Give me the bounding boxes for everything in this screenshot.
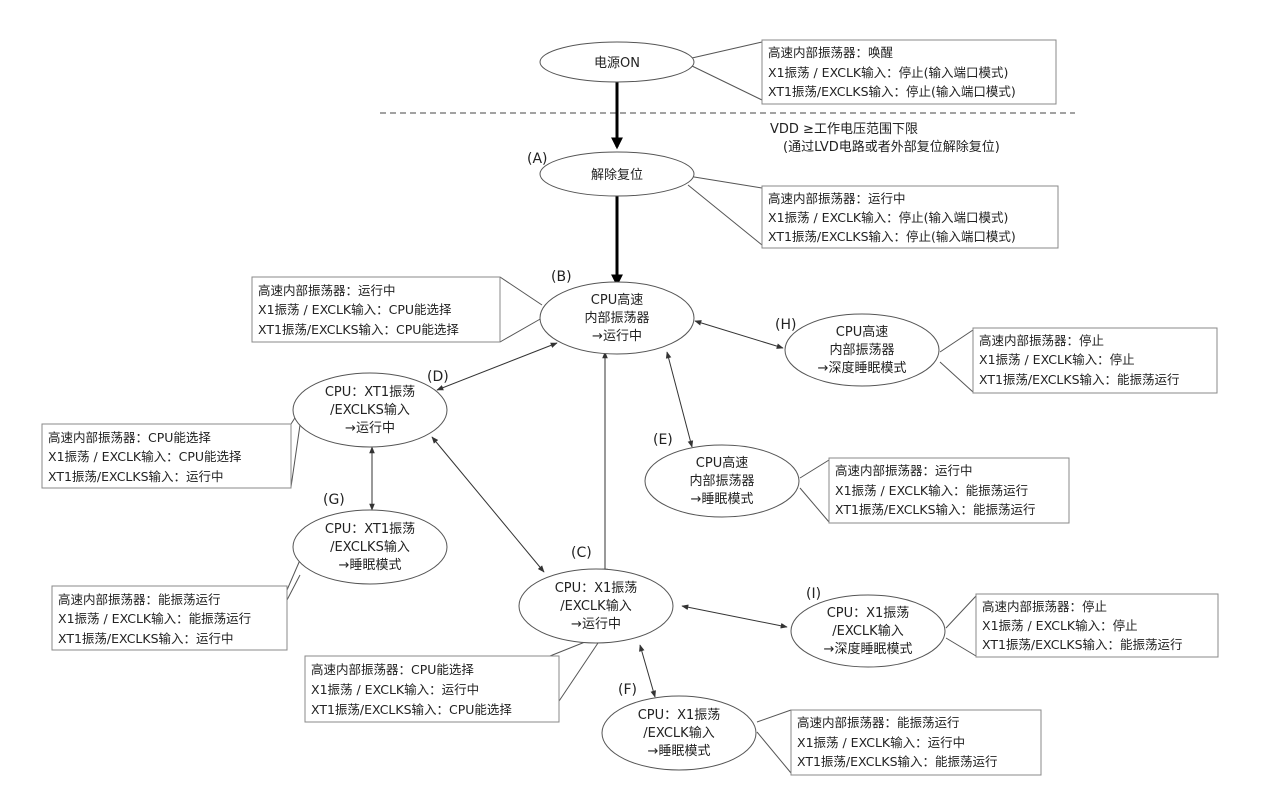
state-D xyxy=(292,372,448,448)
state-E-line3: →睡眠模式 xyxy=(691,492,754,507)
state-D-line2: /EXCLKS输入 xyxy=(330,402,410,418)
state-F-line1: CPU：X1振荡 xyxy=(638,708,721,723)
note-D-line1: 高速内部振荡器：CPU能选择 xyxy=(48,430,211,445)
state-C-line1: CPU：X1振荡 xyxy=(555,581,638,596)
state-I-line1: CPU：X1振荡 xyxy=(827,606,910,621)
note-C-line3: XT1振荡/EXCLKS输入：CPU能选择 xyxy=(311,702,512,717)
note-G-line2: X1振荡 / EXCLK输入：能振荡运行 xyxy=(58,611,251,626)
note-box-D xyxy=(41,423,292,489)
note-G-line1: 高速内部振荡器：能振荡运行 xyxy=(58,592,221,607)
state-power-on xyxy=(539,41,695,83)
note-F-line1: 高速内部振荡器：能振荡运行 xyxy=(797,715,960,730)
label-H: (H) xyxy=(775,317,796,333)
label-A: (A) xyxy=(527,151,548,167)
state-B xyxy=(539,281,695,355)
state-H-line1: CPU高速 xyxy=(836,324,888,340)
state-G xyxy=(292,509,448,585)
note-C-line1: 高速内部振荡器：CPU能选择 xyxy=(311,662,474,677)
state-G-line1: CPU：XT1振荡 xyxy=(325,522,415,537)
note-F-line2: X1振荡 / EXCLK输入：运行中 xyxy=(797,735,965,750)
note-box-B xyxy=(251,276,501,343)
state-H-line2: 内部振荡器 xyxy=(829,342,894,358)
note-H-line3: XT1振荡/EXCLKS输入：能振荡运行 xyxy=(979,372,1180,387)
note-E-line1: 高速内部振荡器：运行中 xyxy=(835,463,973,478)
note-power-on-line3: XT1振荡/EXCLKS输入：停止(输入端口模式) xyxy=(768,84,1016,99)
note-box-C xyxy=(304,655,560,723)
note-E-line2: X1振荡 / EXCLK输入：能振荡运行 xyxy=(835,483,1028,498)
state-C-line3: →运行中 xyxy=(571,617,621,632)
arrow-B-D xyxy=(436,342,558,391)
state-F xyxy=(601,695,757,771)
note-box-I xyxy=(975,593,1219,658)
state-reset xyxy=(539,151,695,197)
state-D-line1: CPU：XT1振荡 xyxy=(325,385,415,400)
label-E: (E) xyxy=(653,432,673,448)
state-power-on-label: 电源ON xyxy=(594,56,640,71)
note-I-line1: 高速内部振荡器：停止 xyxy=(982,599,1107,614)
state-B-line3: →运行中 xyxy=(592,329,642,344)
note-C-line2: X1振荡 / EXCLK输入：运行中 xyxy=(311,682,479,697)
state-C xyxy=(518,568,674,644)
note-power-on-line2: X1振荡 / EXCLK输入：停止(输入端口模式) xyxy=(768,65,1008,80)
state-G-line2: /EXCLKS输入 xyxy=(330,539,410,555)
label-I: (I) xyxy=(806,586,821,602)
note-D-line2: X1振荡 / EXCLK输入：CPU能选择 xyxy=(48,449,242,464)
note-I-line2: X1振荡 / EXCLK输入：停止 xyxy=(982,618,1138,633)
note-G-line3: XT1振荡/EXCLKS输入：运行中 xyxy=(58,631,234,646)
state-F-line2: /EXCLK输入 xyxy=(643,725,714,741)
state-G-line3: →睡眠模式 xyxy=(339,558,402,573)
state-reset-label: 解除复位 xyxy=(591,168,643,183)
label-G: (G) xyxy=(323,492,345,508)
note-F-line3: XT1振荡/EXCLKS输入：能振荡运行 xyxy=(797,754,998,769)
note-H-line1: 高速内部振荡器：停止 xyxy=(979,333,1104,348)
label-F: (F) xyxy=(618,682,637,698)
state-C-line2: /EXCLK输入 xyxy=(560,598,631,614)
state-I-line3: →深度睡眠模式 xyxy=(824,641,913,657)
label-B: (B) xyxy=(551,269,572,285)
vdd-note-line2: (通过LVD电路或者外部复位解除复位) xyxy=(783,139,1000,155)
state-H xyxy=(784,313,940,387)
note-reset-line1: 高速内部振荡器：运行中 xyxy=(768,191,906,206)
label-C: (C) xyxy=(571,545,592,561)
state-B-line2: 内部振荡器 xyxy=(584,310,649,326)
state-I xyxy=(790,594,946,668)
arrow-D-C xyxy=(431,436,545,573)
label-D: (D) xyxy=(427,369,449,385)
note-B-line2: X1振荡 / EXCLK输入：CPU能选择 xyxy=(258,302,452,317)
state-B-line1: CPU高速 xyxy=(591,292,643,308)
note-box-F xyxy=(790,709,1042,776)
note-reset-line3: XT1振荡/EXCLKS输入：停止(输入端口模式) xyxy=(768,229,1016,244)
state-E-line1: CPU高速 xyxy=(696,455,748,471)
vdd-note-line1: VDD ≥工作电压范围下限 xyxy=(770,122,918,137)
state-E xyxy=(644,444,800,518)
arrow-B-H xyxy=(694,320,784,349)
note-B-line3: XT1振荡/EXCLKS输入：CPU能选择 xyxy=(258,322,459,337)
note-E-line3: XT1振荡/EXCLKS输入：能振荡运行 xyxy=(835,502,1036,517)
state-I-line2: /EXCLK输入 xyxy=(832,623,903,639)
arrow-C-I xyxy=(681,604,788,629)
note-box-G xyxy=(51,585,288,651)
note-I-line3: XT1振荡/EXCLKS输入：能振荡运行 xyxy=(982,637,1183,652)
note-box-E xyxy=(828,457,1070,524)
note-H-line2: X1振荡 / EXCLK输入：停止 xyxy=(979,352,1135,367)
note-B-line1: 高速内部振荡器：运行中 xyxy=(258,283,396,298)
note-box-power-on xyxy=(761,39,1057,105)
note-power-on-line1: 高速内部振荡器：唤醒 xyxy=(768,45,894,60)
arrow-C-F xyxy=(639,644,656,698)
note-box-H xyxy=(972,327,1218,394)
state-H-line3: →深度睡眠模式 xyxy=(818,360,907,376)
arrow-B-E xyxy=(665,351,694,448)
note-D-line3: XT1振荡/EXCLKS输入：运行中 xyxy=(48,469,224,484)
state-F-line3: →睡眠模式 xyxy=(648,744,711,759)
state-E-line2: 内部振荡器 xyxy=(689,473,754,489)
note-reset-line2: X1振荡 / EXCLK输入：停止(输入端口模式) xyxy=(768,210,1008,225)
note-box-reset xyxy=(761,185,1059,249)
state-D-line3: →运行中 xyxy=(345,421,395,436)
